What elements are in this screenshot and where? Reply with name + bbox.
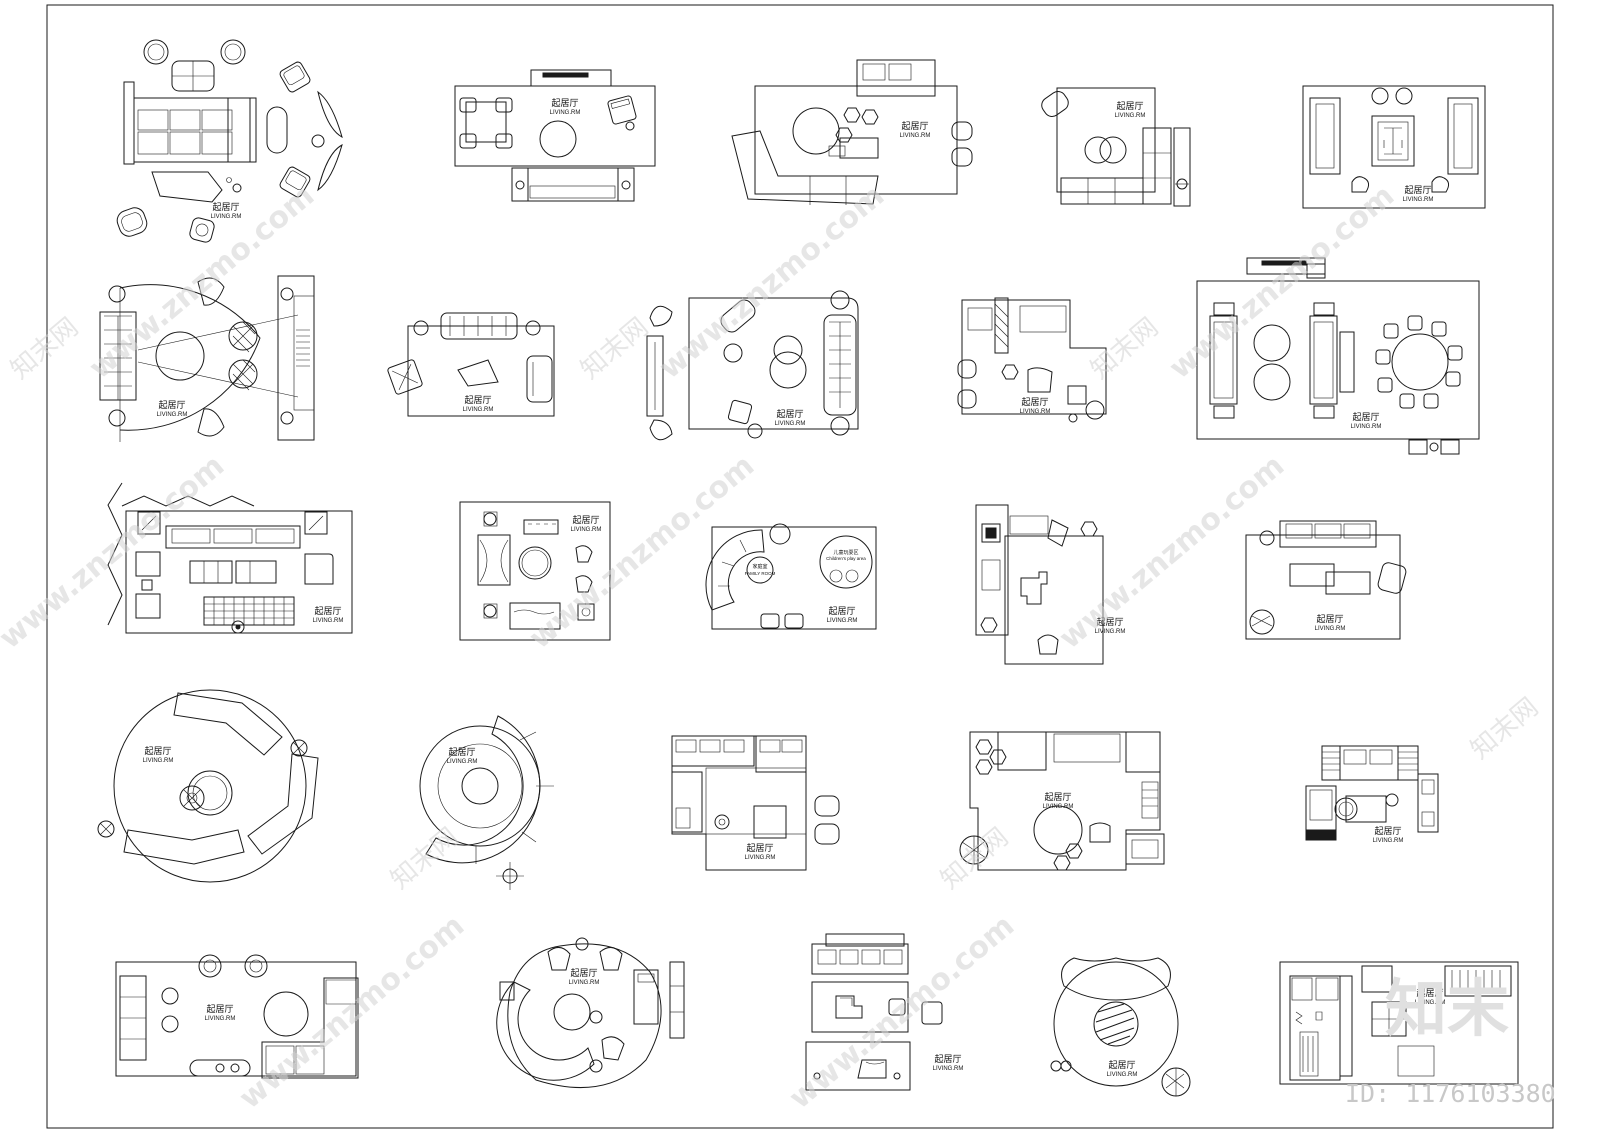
room-label-en: LIVING.RM bbox=[157, 412, 188, 418]
living-room-plan-22: 起居厅 LIVING.RM bbox=[496, 937, 685, 1089]
living-room-plan-4: 起居厅 LIVING.RM bbox=[1041, 87, 1191, 207]
room-label-cn: 起居厅 bbox=[1044, 792, 1071, 803]
room-label-en: LIVING.RM bbox=[1373, 838, 1404, 844]
room-label-en: LIVING.RM bbox=[571, 527, 602, 533]
children-area-label-cn: 儿童玩耍区 bbox=[833, 549, 858, 556]
image-id-label: ID: 1176103380 bbox=[1345, 1079, 1556, 1108]
room-label-cn: 起居厅 bbox=[934, 1054, 961, 1065]
living-room-plan-23: 起居厅 LIVING.RM bbox=[805, 933, 964, 1091]
watermark-url: www.znzmo.com bbox=[653, 178, 891, 386]
room-label-cn: 起居厅 bbox=[1352, 412, 1379, 423]
living-room-plan-18: 起居厅 LIVING.RM bbox=[671, 735, 840, 871]
living-room-plan-6: 起居厅 LIVING.RM bbox=[99, 275, 315, 442]
living-room-plan-3: 起居厅 LIVING.RM bbox=[731, 59, 973, 205]
room-label-cn: 起居厅 bbox=[1404, 185, 1431, 196]
room-label-en: LIVING.RM bbox=[1415, 1000, 1446, 1006]
drawing-frame bbox=[46, 4, 1554, 1129]
family-room-label-cn: 家庭室 bbox=[752, 563, 767, 570]
room-label-cn: 起居厅 bbox=[746, 843, 773, 854]
watermark-url: www.znzmo.com bbox=[523, 448, 761, 656]
living-room-plan-9: 起居厅 LIVING.RM bbox=[957, 297, 1107, 423]
room-label-en: LIVING.RM bbox=[205, 1016, 236, 1022]
room-label-cn: 起居厅 bbox=[570, 968, 597, 979]
room-label-en: LIVING.RM bbox=[933, 1066, 964, 1072]
living-room-plan-21: 起居厅 LIVING.RM bbox=[115, 954, 359, 1079]
room-label-en: LIVING.RM bbox=[569, 980, 600, 986]
watermark-cn: 知末网 bbox=[385, 822, 464, 895]
living-room-plan-1: 起居厅 LIVING.RM bbox=[116, 39, 343, 243]
room-label-en: LIVING.RM bbox=[447, 759, 478, 765]
room-label-cn: 起居厅 bbox=[901, 121, 928, 132]
room-label-cn: 起居厅 bbox=[1116, 101, 1143, 112]
room-label-en: LIVING.RM bbox=[1403, 197, 1434, 203]
living-room-plan-12: 起居厅 LIVING.RM bbox=[459, 501, 611, 641]
room-label-en: LIVING.RM bbox=[1020, 409, 1051, 415]
living-room-plan-2: 起居厅 LIVING.RM bbox=[454, 69, 656, 202]
living-room-plan-19: 起居厅 LIVING.RM bbox=[959, 731, 1165, 871]
watermark-cn: 知末网 bbox=[935, 822, 1014, 895]
living-room-plan-11: 起居厅 LIVING.RM bbox=[107, 482, 353, 634]
room-label-en: LIVING.RM bbox=[1351, 424, 1382, 430]
room-label-cn: 起居厅 bbox=[551, 98, 578, 109]
watermark-url: www.znzmo.com bbox=[783, 908, 1021, 1116]
room-label-cn: 起居厅 bbox=[776, 409, 803, 420]
room-label-en: LIVING.RM bbox=[1043, 804, 1074, 810]
watermark-cn: 知末网 bbox=[1465, 692, 1544, 765]
living-room-plan-8: 起居厅 LIVING.RM bbox=[646, 290, 859, 441]
room-label-en: LIVING.RM bbox=[313, 618, 344, 624]
room-label-cn: 起居厅 bbox=[1374, 826, 1401, 837]
brand-logo: 知末 bbox=[1385, 972, 1509, 1045]
room-label-cn: 起居厅 bbox=[1416, 988, 1443, 999]
room-label-en: LIVING.RM bbox=[1107, 1072, 1138, 1078]
living-room-plan-20: 起居厅 LIVING.RM bbox=[1305, 745, 1439, 844]
room-label-cn: 起居厅 bbox=[206, 1004, 233, 1015]
room-label-en: LIVING.RM bbox=[827, 618, 858, 624]
room-label-cn: 起居厅 bbox=[144, 746, 171, 757]
room-label-cn: 起居厅 bbox=[572, 515, 599, 526]
room-label-en: LIVING.RM bbox=[211, 214, 242, 220]
room-label-en: LIVING.RM bbox=[463, 407, 494, 413]
children-area-label-en: Children's play area bbox=[826, 556, 866, 561]
watermark-cn: 知末网 bbox=[5, 312, 84, 385]
room-label-cn: 起居厅 bbox=[1021, 397, 1048, 408]
room-label-cn: 起居厅 bbox=[1108, 1060, 1135, 1071]
room-label-cn: 起居厅 bbox=[828, 606, 855, 617]
watermark-layer: 知末网 www.znzmo.com 知末网 www.znzmo.com 知末网 … bbox=[0, 178, 1544, 1116]
room-label-cn: 起居厅 bbox=[1316, 614, 1343, 625]
room-label-en: LIVING.RM bbox=[775, 421, 806, 427]
living-room-plan-16: 起居厅 LIVING.RM bbox=[97, 689, 319, 883]
watermark-url: www.znzmo.com bbox=[233, 908, 471, 1116]
living-room-plan-5: 起居厅 LIVING.RM bbox=[1302, 85, 1486, 209]
room-label-en: LIVING.RM bbox=[550, 110, 581, 116]
room-label-cn: 起居厅 bbox=[212, 202, 239, 213]
room-label-en: LIVING.RM bbox=[1115, 113, 1146, 119]
room-label-cn: 起居厅 bbox=[158, 400, 185, 411]
room-label-en: LIVING.RM bbox=[900, 133, 931, 139]
room-label-en: LIVING.RM bbox=[745, 855, 776, 861]
room-label-en: LIVING.RM bbox=[1095, 629, 1126, 635]
watermark-url: www.znzmo.com bbox=[1053, 448, 1291, 656]
living-room-plan-17: 起居厅 LIVING.RM bbox=[419, 715, 554, 890]
watermark-cn: 知末网 bbox=[575, 312, 654, 385]
watermark-url: www.znzmo.com bbox=[0, 448, 231, 656]
room-label-en: LIVING.RM bbox=[143, 758, 174, 764]
living-room-plan-13: 家庭室 FAMILY ROOM 儿童玩耍区 Children's play ar… bbox=[705, 523, 877, 630]
room-label-cn: 起居厅 bbox=[448, 747, 475, 758]
living-room-plan-14: 起居厅 LIVING.RM bbox=[975, 504, 1126, 665]
family-room-label-en: FAMILY ROOM bbox=[745, 571, 776, 576]
watermark-url: www.znzmo.com bbox=[83, 178, 321, 386]
room-label-en: LIVING.RM bbox=[1315, 626, 1346, 632]
room-label-cn: 起居厅 bbox=[1096, 617, 1123, 628]
room-label-cn: 起居厅 bbox=[314, 606, 341, 617]
watermark-url: www.znzmo.com bbox=[1163, 178, 1401, 386]
living-room-plan-15: 起居厅 LIVING.RM bbox=[1245, 520, 1407, 640]
living-room-plan-24: 起居厅 LIVING.RM bbox=[1050, 957, 1191, 1097]
watermark-cn: 知末网 bbox=[1085, 312, 1164, 385]
living-room-plan-10: 起居厅 LIVING.RM bbox=[1196, 257, 1480, 455]
room-label-cn: 起居厅 bbox=[464, 395, 491, 406]
living-room-plan-25: 起居厅 LIVING.RM bbox=[1279, 961, 1519, 1085]
living-room-plan-7: 起居厅 LIVING.RM bbox=[387, 312, 555, 417]
